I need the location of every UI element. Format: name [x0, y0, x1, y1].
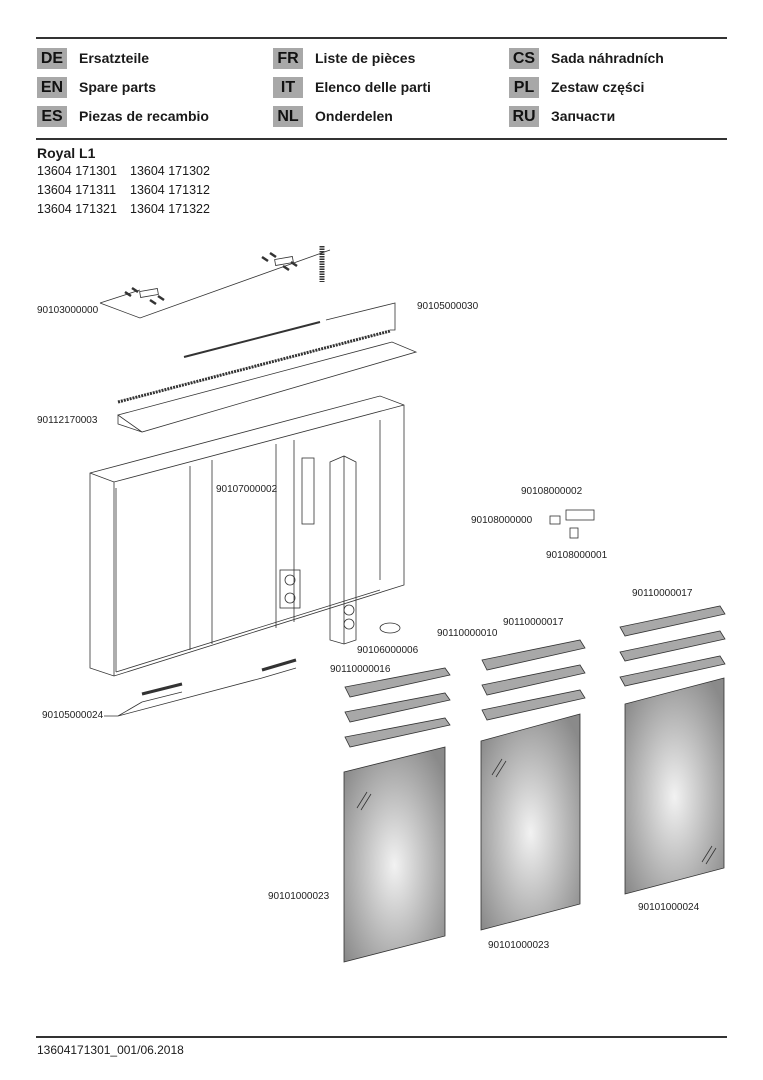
part-label: 90108000000 — [471, 515, 533, 526]
lang-es: ES Piezas de recambio — [37, 105, 209, 127]
product-title: Royal L1 — [37, 145, 96, 161]
lang-ru: RU Запчасти — [509, 105, 615, 127]
header-rule — [36, 138, 727, 140]
lang-label: Zestaw części — [551, 79, 645, 95]
bottom-strip — [141, 667, 297, 703]
led-strip — [183, 321, 321, 358]
article-number: 13604 171322 — [130, 202, 210, 216]
article-number: 13604 171302 — [130, 164, 210, 178]
top-cover — [117, 341, 418, 433]
lang-nl: NL Onderdelen — [273, 105, 393, 127]
led-strip — [117, 329, 391, 404]
part-label: 90112170003 — [37, 415, 98, 426]
part-label: 90110000017 — [503, 617, 564, 628]
part-label: 90108000002 — [521, 486, 583, 497]
leader-line — [104, 677, 263, 717]
article-number: 13604 171312 — [130, 183, 210, 197]
mounting-kit — [99, 246, 331, 319]
part-label: 90110000016 — [330, 664, 391, 675]
lang-code: ES — [37, 105, 67, 127]
mirror-reflection — [356, 758, 717, 865]
part-label: 90101000023 — [268, 891, 330, 902]
lang-en: EN Spare parts — [37, 76, 156, 98]
footer-rule — [36, 1036, 727, 1038]
lang-code: NL — [273, 105, 303, 127]
lang-cs: CS Sada náhradních — [509, 47, 664, 69]
leader-line — [325, 302, 396, 331]
mirror-doors — [343, 677, 725, 963]
lang-label: Запчасти — [551, 108, 616, 124]
part-label: 90110000010 — [437, 628, 498, 639]
article-number: 13604 171311 — [37, 183, 117, 197]
article-number: 13604 171301 — [37, 164, 117, 178]
part-label: 90105000024 — [42, 710, 104, 721]
article-row: 13604 171301 13604 171302 — [37, 164, 223, 178]
part-label: 90108000001 — [546, 550, 608, 561]
part-label: 90101000023 — [488, 940, 550, 951]
lang-it: IT Elenco delle parti — [273, 76, 431, 98]
part-label: 90110000017 — [632, 588, 693, 599]
lang-code: FR — [273, 47, 303, 69]
glass-shelves — [344, 605, 726, 748]
lang-de: DE Ersatzteile — [37, 47, 149, 69]
lang-label: Onderdelen — [315, 108, 393, 124]
part-label: 90107000002 — [216, 484, 278, 495]
part-label: 90105000030 — [417, 301, 479, 312]
article-number: 13604 171321 — [37, 202, 117, 216]
article-row: 13604 171321 13604 171322 — [37, 202, 223, 216]
lang-code: DE — [37, 47, 67, 69]
top-rule — [36, 37, 727, 39]
lang-code: PL — [509, 76, 539, 98]
lang-label: Piezas de recambio — [79, 108, 209, 124]
bottom-strip — [141, 658, 297, 696]
document-footer: 13604171301_001/06.2018 — [37, 1043, 184, 1057]
lang-pl: PL Zestaw części — [509, 76, 644, 98]
lang-label: Liste de pièces — [315, 50, 416, 66]
part-label: 90103000000 — [37, 305, 99, 316]
hinge-parts — [379, 509, 595, 634]
lang-code: EN — [37, 76, 67, 98]
lang-label: Elenco delle parti — [315, 79, 431, 95]
lang-code: CS — [509, 47, 539, 69]
lang-label: Spare parts — [79, 79, 157, 95]
lang-label: Ersatzteile — [79, 50, 150, 66]
lang-code: RU — [509, 105, 539, 127]
lang-label: Sada náhradních — [551, 50, 664, 66]
lang-fr: FR Liste de pièces — [273, 47, 415, 69]
article-row: 13604 171311 13604 171312 — [37, 183, 223, 197]
cabinet-body — [89, 395, 404, 677]
part-label: 90101000024 — [638, 902, 700, 913]
part-label: 90106000006 — [357, 645, 419, 656]
lang-code: IT — [273, 76, 303, 98]
